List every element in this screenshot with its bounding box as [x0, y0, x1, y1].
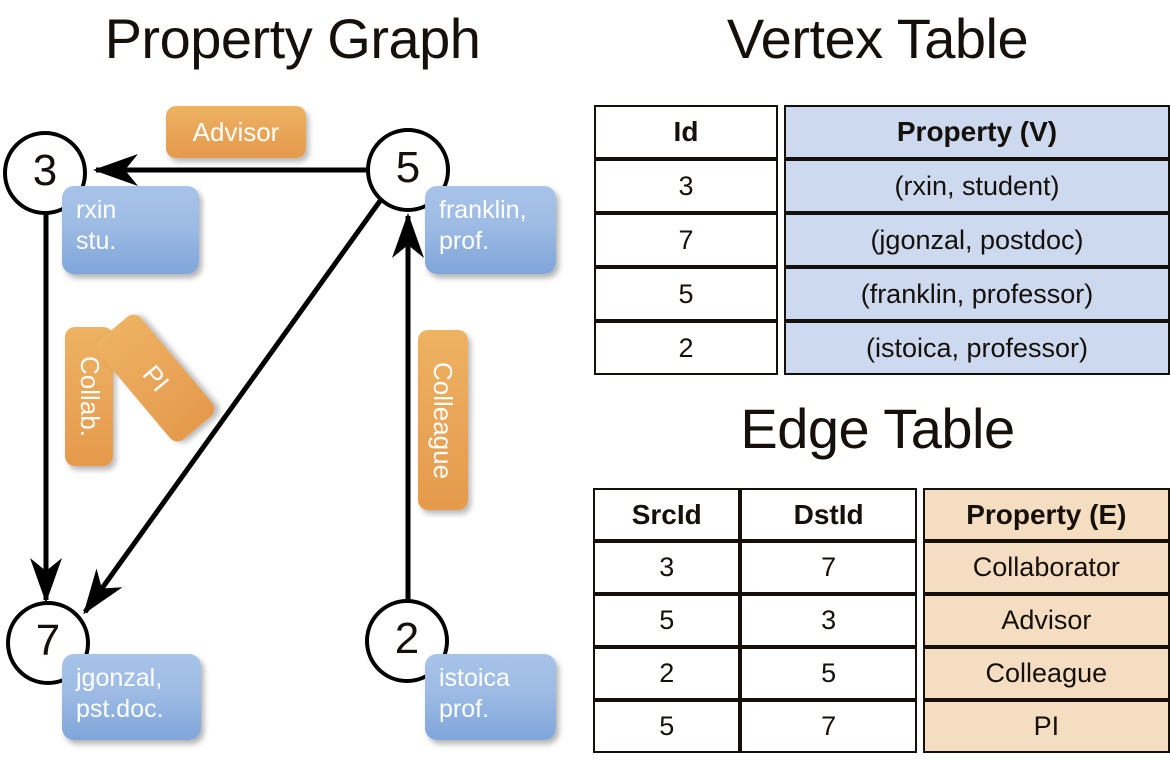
node-property-box-2: istoica prof. — [425, 654, 556, 740]
vertex-table-header-row: Id Property (V) — [594, 105, 1170, 159]
edge-label-advisor: Advisor — [166, 106, 306, 158]
node-property-box-5: franklin, prof. — [425, 186, 556, 274]
edge-row-0-dst: 7 — [740, 541, 917, 594]
edge-table-header-dstid: DstId — [740, 488, 917, 541]
node-property-3-line1: rxin — [76, 196, 117, 224]
graph-node-3-label: 3 — [32, 146, 58, 195]
edge-row-3-src: 5 — [593, 700, 741, 753]
edge-row-3-property: PI — [922, 700, 1170, 753]
graph-node-3[interactable]: 3 — [3, 131, 87, 215]
page-title-property-graph: Property Graph — [104, 7, 481, 70]
node-property-7-line2: pst.doc. — [76, 694, 164, 723]
vertex-row-2-id: 5 — [594, 267, 778, 321]
edge-row-2-dst: 5 — [740, 647, 917, 700]
edge-row-0-src: 3 — [593, 541, 741, 594]
vertex-table-header-id: Id — [594, 105, 778, 159]
vertex-row-2-property: (franklin, professor) — [784, 267, 1170, 321]
vertex-row-0-id: 3 — [594, 159, 778, 213]
table-row[interactable]: 3 7 Collaborator — [593, 541, 1170, 594]
graph-edges-layer — [30, 154, 424, 615]
vertex-table-header-property: Property (V) — [784, 105, 1170, 159]
vertex-row-3-property: (istoica, professor) — [784, 321, 1170, 375]
vertex-row-1-property: (jgonzal, postdoc) — [784, 213, 1170, 267]
node-property-5-line1: franklin, — [439, 196, 527, 224]
node-property-box-3: rxin stu. — [62, 186, 199, 274]
edge-table-header-property: Property (E) — [922, 488, 1170, 541]
edge-label-colleague-text: Colleague — [428, 361, 459, 479]
edge-label-pi-text: PI — [136, 358, 176, 397]
table-row[interactable]: 5 7 PI — [593, 700, 1170, 753]
node-property-3-line2: stu. — [76, 226, 117, 255]
edge-label-collab-text: Collab. — [74, 356, 105, 437]
page-title-edge-table: Edge Table — [740, 397, 1015, 460]
node-property-7-line1: jgonzal, — [76, 664, 163, 692]
table-row[interactable]: 2 5 Colleague — [593, 647, 1170, 700]
vertex-row-0-property: (rxin, student) — [784, 159, 1170, 213]
graph-node-2[interactable]: 2 — [365, 599, 449, 683]
edge-row-1-dst: 3 — [740, 594, 917, 647]
graph-node-5-label: 5 — [395, 143, 421, 192]
node-property-box-7: jgonzal, pst.doc. — [62, 654, 201, 740]
vertex-row-1-id: 7 — [594, 213, 778, 267]
table-row[interactable]: 2 (istoica, professor) — [594, 321, 1170, 375]
edge-table: SrcId DstId Property (E) 3 7 Collaborato… — [593, 488, 1170, 753]
edge-row-1-property: Advisor — [922, 594, 1170, 647]
node-property-2-line1: istoica — [439, 664, 510, 692]
edge-row-2-property: Colleague — [922, 647, 1170, 700]
edge-label-advisor-text: Advisor — [192, 116, 280, 147]
vertex-row-3-id: 2 — [594, 321, 778, 375]
edge-row-2-src: 2 — [593, 647, 741, 700]
node-property-2-line2: prof. — [439, 694, 490, 723]
graph-node-5[interactable]: 5 — [366, 128, 450, 212]
vertex-table: Id Property (V) 3 (rxin, student) 7 (jgo… — [594, 105, 1170, 375]
edge-row-1-src: 5 — [593, 594, 741, 647]
graph-node-2-label: 2 — [394, 614, 420, 663]
edge-label-colleague: Colleague — [418, 330, 468, 510]
graph-node-7-label: 7 — [35, 616, 61, 665]
node-property-5-line2: prof. — [439, 226, 490, 255]
table-row[interactable]: 7 (jgonzal, postdoc) — [594, 213, 1170, 267]
edge-5-to-7 — [82, 199, 383, 615]
edge-table-header-row: SrcId DstId Property (E) — [593, 488, 1170, 541]
table-row[interactable]: 5 (franklin, professor) — [594, 267, 1170, 321]
edge-table-header-srcid: SrcId — [593, 488, 741, 541]
page-title-vertex-table: Vertex Table — [726, 7, 1029, 70]
table-row[interactable]: 5 3 Advisor — [593, 594, 1170, 647]
table-row[interactable]: 3 (rxin, student) — [594, 159, 1170, 213]
edge-row-3-dst: 7 — [740, 700, 917, 753]
edge-row-0-property: Collaborator — [922, 541, 1170, 594]
